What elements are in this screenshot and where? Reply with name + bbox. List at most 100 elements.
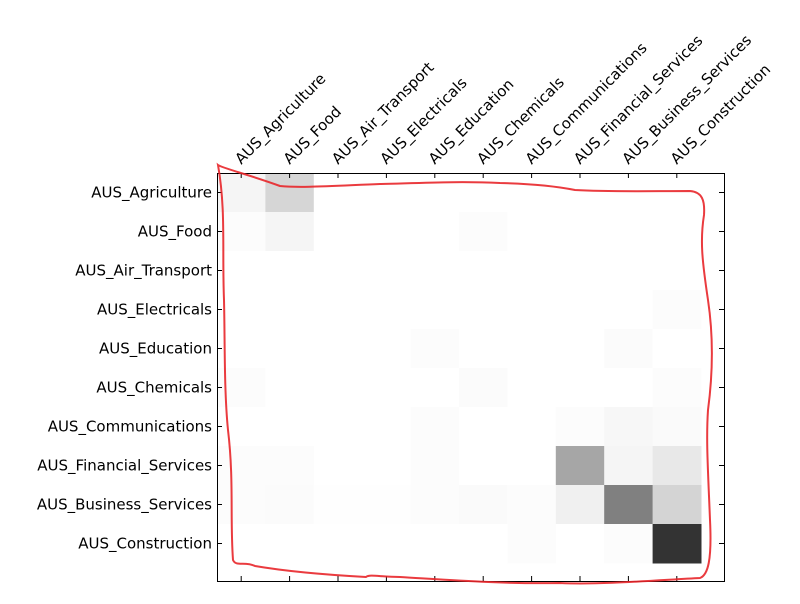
heatmap-cell-7-3 <box>362 446 412 486</box>
heatmap-cell-1-1 <box>265 212 315 252</box>
heatmap-cell-0-6 <box>507 173 557 213</box>
y-tick-label: AUS_Chemicals <box>96 379 212 398</box>
heatmap-cell-8-6 <box>507 485 557 525</box>
heatmap-cell-0-0 <box>217 173 266 213</box>
heatmap-cell-5-7 <box>555 368 605 408</box>
y-tick-label: AUS_Agriculture <box>91 184 212 203</box>
heatmap-cell-9-5 <box>459 524 508 564</box>
heatmap-cell-9-6 <box>507 524 557 564</box>
heatmap-cell-2-1 <box>265 251 315 291</box>
heatmap-cell-1-7 <box>555 212 605 252</box>
heatmap-cell-1-3 <box>362 212 412 252</box>
heatmap-cell-0-8 <box>604 173 654 213</box>
heatmap-cell-9-4 <box>410 524 460 564</box>
heatmap-cell-2-6 <box>507 251 557 291</box>
heatmap-cell-9-9 <box>652 524 702 564</box>
heatmap-cell-5-2 <box>313 368 363 408</box>
heatmap-cell-2-0 <box>217 251 266 291</box>
heatmap-cell-3-2 <box>313 290 363 330</box>
heatmap-cell-6-4 <box>410 407 460 447</box>
heatmap-cell-2-9 <box>652 251 702 291</box>
heatmap-cell-2-4 <box>410 251 460 291</box>
heatmap-cell-5-4 <box>410 368 460 408</box>
heatmap-cell-9-1 <box>265 524 315 564</box>
heatmap-cell-7-5 <box>459 446 508 486</box>
heatmap-cell-6-9 <box>652 407 702 447</box>
heatmap-cell-2-5 <box>459 251 508 291</box>
heatmap-cell-5-6 <box>507 368 557 408</box>
x-tick-label: AUS_Chemicals <box>473 73 568 168</box>
heatmap-cell-8-1 <box>265 485 315 525</box>
heatmap-cell-8-2 <box>313 485 363 525</box>
heatmap-cell-0-5 <box>459 173 508 213</box>
red-freehand-outline <box>216 162 713 585</box>
heatmap-cell-4-1 <box>265 329 315 369</box>
heatmap-cell-8-0 <box>217 485 266 525</box>
heatmap-cell-7-4 <box>410 446 460 486</box>
heatmap-cell-7-1 <box>265 446 315 486</box>
heatmap-cell-3-7 <box>555 290 605 330</box>
y-tick-label: AUS_Food <box>138 223 212 242</box>
heatmap-cell-2-8 <box>604 251 654 291</box>
heatmap-cell-1-5 <box>459 212 508 252</box>
heatmap-cell-4-2 <box>313 329 363 369</box>
heatmap-cell-7-7 <box>555 446 605 486</box>
heatmap-cell-5-5 <box>459 368 508 408</box>
heatmap-cell-2-2 <box>313 251 363 291</box>
heatmap-cell-9-2 <box>313 524 363 564</box>
heatmap-cell-9-7 <box>555 524 605 564</box>
heatmap-cell-8-7 <box>555 485 605 525</box>
x-tick-labels: AUS_AgricultureAUS_FoodAUS_Air_Transport… <box>231 31 775 168</box>
heatmap-cell-8-5 <box>459 485 508 525</box>
heatmap-cell-8-3 <box>362 485 412 525</box>
heatmap-cell-6-1 <box>265 407 315 447</box>
y-tick-label: AUS_Construction <box>78 535 212 554</box>
heatmap-cell-6-0 <box>217 407 266 447</box>
heatmap-cell-0-7 <box>555 173 605 213</box>
x-tick-label: AUS_Education <box>425 75 518 168</box>
heatmap-cell-4-4 <box>410 329 460 369</box>
heatmap-cell-4-3 <box>362 329 412 369</box>
heatmap-cell-5-1 <box>265 368 315 408</box>
heatmap-cells <box>217 173 702 564</box>
heatmap-cell-1-0 <box>217 212 266 252</box>
x-tick-label: AUS_Electricals <box>377 74 472 169</box>
heatmap-cell-1-9 <box>652 212 702 252</box>
heatmap-cell-4-8 <box>604 329 654 369</box>
heatmap-cell-5-8 <box>604 368 654 408</box>
heatmap-cell-3-9 <box>652 290 702 330</box>
y-tick-label: AUS_Financial_Services <box>37 457 212 476</box>
heatmap-cell-7-8 <box>604 446 654 486</box>
heatmap-cell-1-8 <box>604 212 654 252</box>
y-tick-label: AUS_Air_Transport <box>75 262 212 281</box>
heatmap-cell-0-2 <box>313 173 363 213</box>
heatmap-cell-6-8 <box>604 407 654 447</box>
heatmap-cell-0-1 <box>265 173 315 213</box>
heatmap-cell-6-3 <box>362 407 412 447</box>
heatmap-cell-0-9 <box>652 173 702 213</box>
heatmap-cell-1-6 <box>507 212 557 252</box>
heatmap-cell-8-4 <box>410 485 460 525</box>
y-tick-label: AUS_Communications <box>48 418 212 437</box>
heatmap-cell-4-5 <box>459 329 508 369</box>
heatmap-cell-0-4 <box>410 173 460 213</box>
heatmap-cell-2-3 <box>362 251 412 291</box>
heatmap-cell-3-1 <box>265 290 315 330</box>
heatmap-cell-9-8 <box>604 524 654 564</box>
heatmap-cell-1-4 <box>410 212 460 252</box>
heatmap-cell-8-9 <box>652 485 702 525</box>
y-tick-label: AUS_Education <box>99 340 212 359</box>
heatmap-cell-2-7 <box>555 251 605 291</box>
heatmap-cell-1-2 <box>313 212 363 252</box>
heatmap-cell-7-9 <box>652 446 702 486</box>
heatmap-cell-7-6 <box>507 446 557 486</box>
heatmap-cell-3-6 <box>507 290 557 330</box>
heatmap-cell-3-8 <box>604 290 654 330</box>
y-tick-label: AUS_Business_Services <box>37 496 212 515</box>
heatmap-cell-3-4 <box>410 290 460 330</box>
heatmap-cell-6-2 <box>313 407 363 447</box>
heatmap-cell-9-3 <box>362 524 412 564</box>
heatmap-cell-4-6 <box>507 329 557 369</box>
heatmap-cell-4-9 <box>652 329 702 369</box>
